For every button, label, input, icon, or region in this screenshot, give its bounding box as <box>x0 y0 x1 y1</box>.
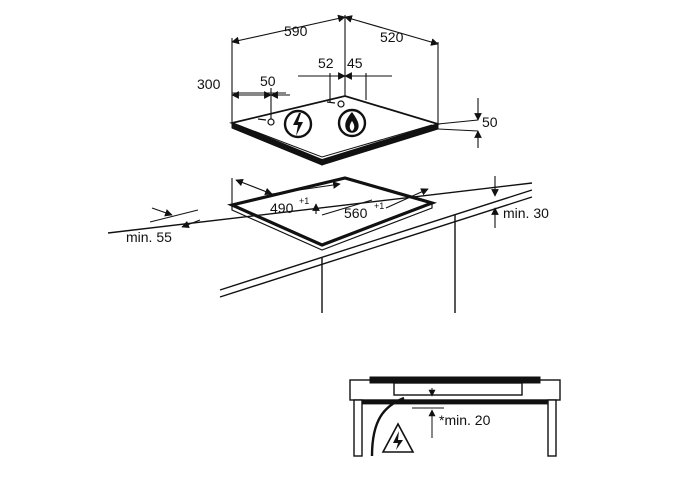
cutout <box>227 176 438 251</box>
dim-cutout-width-tol: +1 <box>374 201 384 211</box>
dim-control-offset: 50 <box>260 73 276 89</box>
dim-hob-height: 50 <box>482 114 498 130</box>
dim-min-side: min. 30 <box>503 205 549 221</box>
dim-cutout-width: 560 <box>344 205 368 221</box>
dim-hob-width: 590 <box>284 23 308 39</box>
gas-flame-icon <box>337 108 367 138</box>
electric-hazard-icon <box>283 109 313 139</box>
control-knobs <box>257 100 345 126</box>
dim-cutout-depth-tol: +1 <box>299 196 309 206</box>
dim-lines-cutout <box>149 176 499 229</box>
section-detail <box>349 376 561 457</box>
dim-gap-right: 45 <box>347 55 363 71</box>
dim-cutout-depth: 490 <box>270 200 294 216</box>
dim-lines-top <box>231 14 482 148</box>
hob-body <box>229 95 442 166</box>
electric-hazard-icon <box>381 422 415 453</box>
dim-hob-depth: 520 <box>380 29 404 45</box>
dim-min-front: min. 55 <box>126 229 172 245</box>
dim-min-below: *min. 20 <box>439 412 491 428</box>
countertop <box>107 182 533 313</box>
dim-edge-to-control: 300 <box>197 76 221 92</box>
dim-gap-left: 52 <box>318 55 334 71</box>
